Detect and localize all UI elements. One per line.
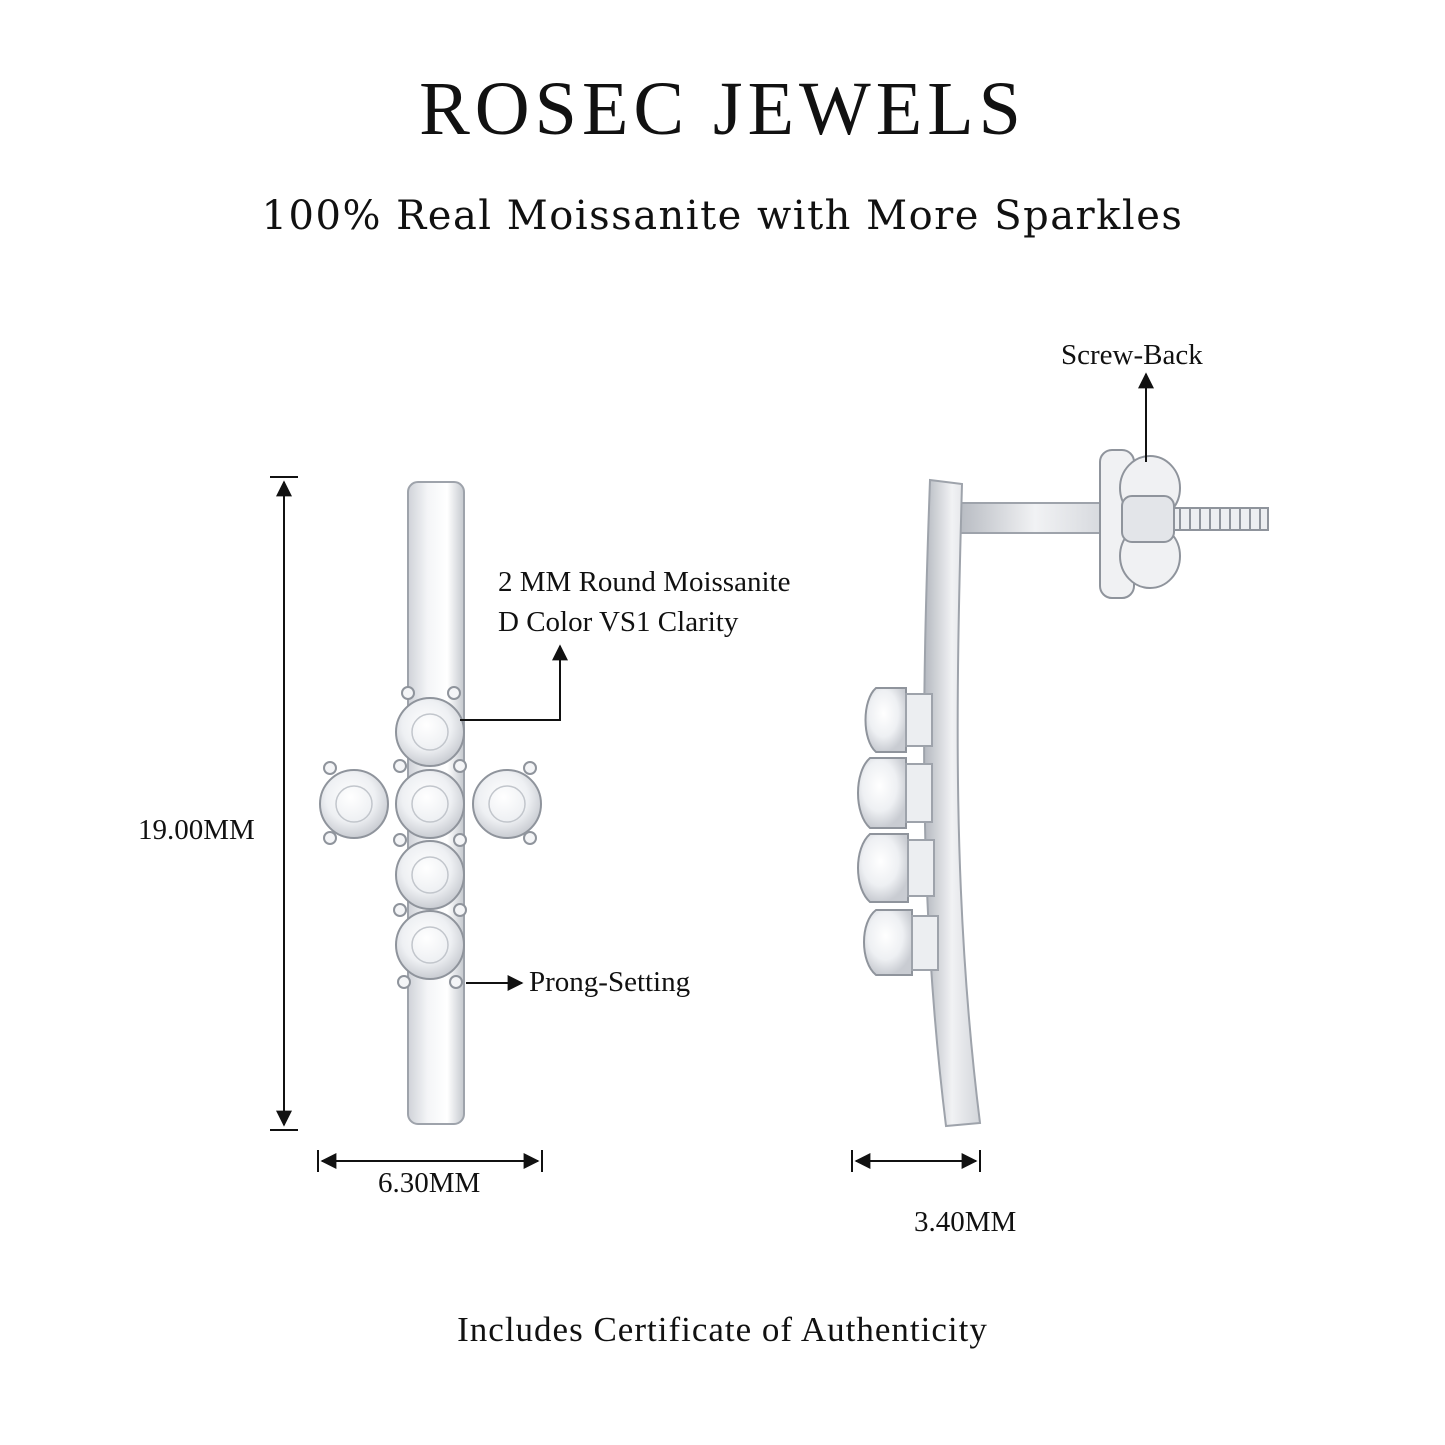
gem-lower-2 xyxy=(395,910,465,980)
stone-spec-line2: D Color VS1 Clarity xyxy=(498,606,739,638)
screw-thread xyxy=(1169,507,1269,531)
screw-back-nut xyxy=(1099,449,1181,599)
gem-center xyxy=(395,769,465,839)
gem-lower-1 xyxy=(395,840,465,910)
screw-back-label: Screw-Back xyxy=(1061,339,1203,371)
certificate-note: Includes Certificate of Authenticity xyxy=(457,1310,988,1349)
side-width-dimension-label: 3.40MM xyxy=(914,1206,1017,1238)
side-gems xyxy=(857,687,913,976)
prong-setting-label: Prong-Setting xyxy=(529,966,691,998)
brand-title: ROSEC JEWELS xyxy=(419,67,1026,151)
front-width-dimension-label: 6.30MM xyxy=(378,1167,481,1199)
callout-lines xyxy=(460,372,1154,991)
dimension-lines xyxy=(270,476,981,1172)
prongs xyxy=(323,686,537,989)
gem-top xyxy=(395,697,465,767)
gem-left xyxy=(319,769,389,839)
side-settings xyxy=(905,693,939,971)
stone-spec-line1: 2 MM Round Moissanite xyxy=(498,566,791,598)
stone-callout xyxy=(460,644,568,721)
height-dimension-label: 19.00MM xyxy=(138,814,255,846)
front-view xyxy=(319,481,542,1125)
side-view xyxy=(857,449,1269,1128)
post xyxy=(954,502,1116,534)
tagline: 100% Real Moissanite with More Sparkles xyxy=(261,193,1184,239)
gem-right xyxy=(472,769,542,839)
